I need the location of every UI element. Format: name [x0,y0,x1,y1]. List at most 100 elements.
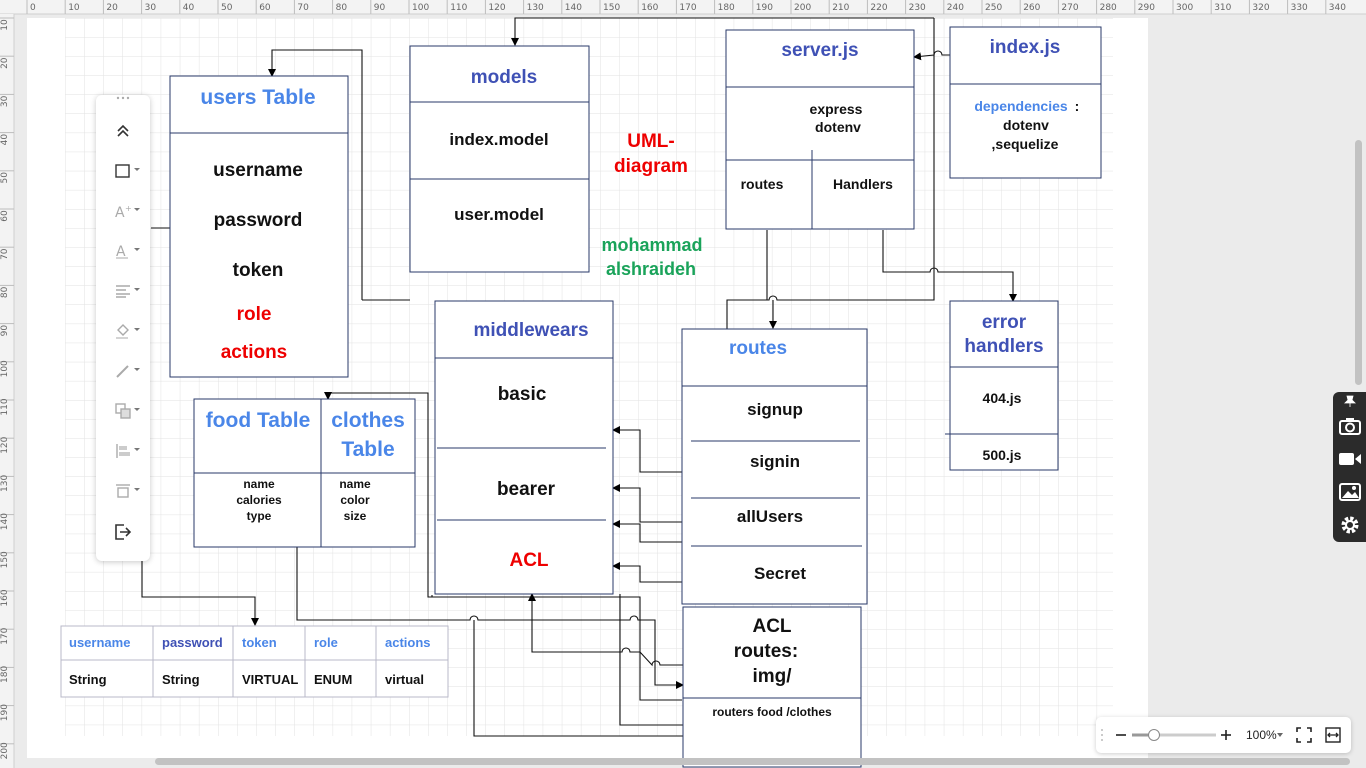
svg-text:A: A [116,244,126,259]
users-field-actions: actions [221,342,288,363]
settings-icon[interactable] [1333,509,1366,541]
route-allusers: allUsers [737,507,803,526]
zoom-in-button[interactable] [1217,717,1235,753]
top-ruler-label: 190 [756,3,773,13]
food-clothes-box[interactable]: food Table clothes Table name calories t… [193,398,416,548]
schema-header-username: username [69,635,130,650]
acl-routes-line1: ACL [752,616,791,637]
error-handlers-title-2: handlers [964,336,1043,357]
clothes-table-title-2: Table [341,438,394,461]
error-handlers-box[interactable]: error handlers 404.js 500.js [945,300,1059,471]
left-ruler-label: 110 [0,398,10,415]
fit-width-icon[interactable] [1323,717,1343,753]
models-title: models [471,67,538,88]
line-color-icon[interactable] [96,351,150,391]
distribute-icon[interactable] [96,471,150,511]
users-field-password: password [214,210,303,231]
top-ruler-label: 290 [1138,3,1155,13]
error-500: 500.js [983,447,1022,463]
users-field-username: username [213,160,303,181]
top-ruler-label: 220 [870,3,887,13]
align-left-icon[interactable] [96,431,150,471]
zoom-level-select[interactable]: 100% [1246,728,1277,742]
server-express: express [810,101,863,117]
text-size-icon[interactable]: A+ [96,191,150,231]
top-ruler-label: 10 [68,3,80,13]
collapse-icon[interactable] [96,110,150,150]
horizontal-scrollbar[interactable] [155,758,1350,765]
vertical-scrollbar[interactable] [1355,140,1362,385]
food-field-calories: calories [236,493,282,507]
index-box[interactable]: index.js dependencies : dotenv ,sequeliz… [949,26,1102,179]
arrange-icon[interactable] [96,391,150,431]
top-ruler-label: 160 [641,3,658,13]
left-ruler-label: 80 [0,286,10,298]
shape-icon[interactable] [96,151,150,191]
zoombar-handle-icon[interactable] [1098,717,1106,753]
gallery-icon[interactable] [1333,476,1366,508]
exit-icon[interactable] [96,512,150,552]
svg-text:A: A [115,205,125,218]
zoom-out-button[interactable] [1112,717,1130,753]
pin-icon[interactable] [1333,392,1366,410]
users-table-box[interactable]: users Table username password token role… [169,75,349,378]
server-handlers: Handlers [833,176,893,192]
server-dotenv: dotenv [815,119,861,135]
middlewears-box[interactable]: middlewears basic bearer ACL [434,300,614,595]
left-ruler-label: 10 [0,19,10,31]
left-ruler [0,14,14,768]
clothes-field-color: color [340,493,370,507]
top-ruler-label: 260 [1023,3,1040,13]
align-icon[interactable] [96,271,150,311]
fill-icon[interactable] [96,311,150,351]
clothes-field-size: size [344,509,367,523]
font-color-icon[interactable]: A [96,231,150,271]
middleware-bearer: bearer [497,479,556,500]
fit-screen-icon[interactable] [1294,717,1314,753]
left-ruler-label: 120 [0,436,10,453]
left-ruler-label: 140 [0,513,10,530]
left-ruler-label: 90 [0,325,10,337]
top-ruler-label: 340 [1329,3,1346,13]
routes-box[interactable]: routes signup signin allUsers Secret [681,328,868,605]
author-line2: alshraideh [606,259,696,279]
top-ruler-label: 0 [30,3,36,13]
schema-table[interactable]: username password token role actions Str… [60,625,449,698]
top-ruler-label: 210 [832,3,849,13]
toolbar-drag-handle[interactable] [96,83,150,113]
schema-header-token: token [242,635,277,650]
top-ruler-label: 200 [794,3,811,13]
server-title: server.js [781,40,858,61]
top-ruler-label: 40 [183,3,195,13]
acl-routes-footer: routers food /clothes [712,705,832,719]
top-ruler-label: 300 [1176,3,1193,13]
routes-title: routes [729,338,787,359]
video-icon[interactable] [1333,443,1366,475]
server-box[interactable]: server.js express dotenv routes Handlers [725,29,915,230]
zoom-slider[interactable] [1132,717,1216,753]
acl-routes-box[interactable]: ACL routes: img/ routers food /clothes [682,606,862,768]
zoom-dropdown-icon[interactable] [1276,717,1284,753]
users-table-title: users Table [200,86,315,109]
models-index-model: index.model [449,130,548,149]
top-ruler-label: 270 [1061,3,1078,13]
top-ruler-label: 150 [603,3,620,13]
index-dep-sequelize: ,sequelize [992,136,1059,152]
schema-header-actions: actions [385,635,431,650]
top-ruler-label: 130 [527,3,544,13]
error-handlers-title-1: error [982,312,1027,333]
top-ruler-label: 280 [1100,3,1117,13]
left-ruler-label: 130 [0,475,10,492]
top-ruler [0,0,1366,14]
index-dependencies-colon: : [1075,98,1080,114]
top-ruler-label: 110 [450,3,467,13]
top-ruler-label: 140 [565,3,582,13]
camera-icon[interactable] [1333,410,1366,442]
top-ruler-label: 20 [106,3,118,13]
top-ruler-label: 230 [909,3,926,13]
clothes-field-name: name [339,477,371,491]
format-toolbar: A+ A [96,95,150,561]
models-box[interactable]: models index.model user.model [409,45,590,273]
